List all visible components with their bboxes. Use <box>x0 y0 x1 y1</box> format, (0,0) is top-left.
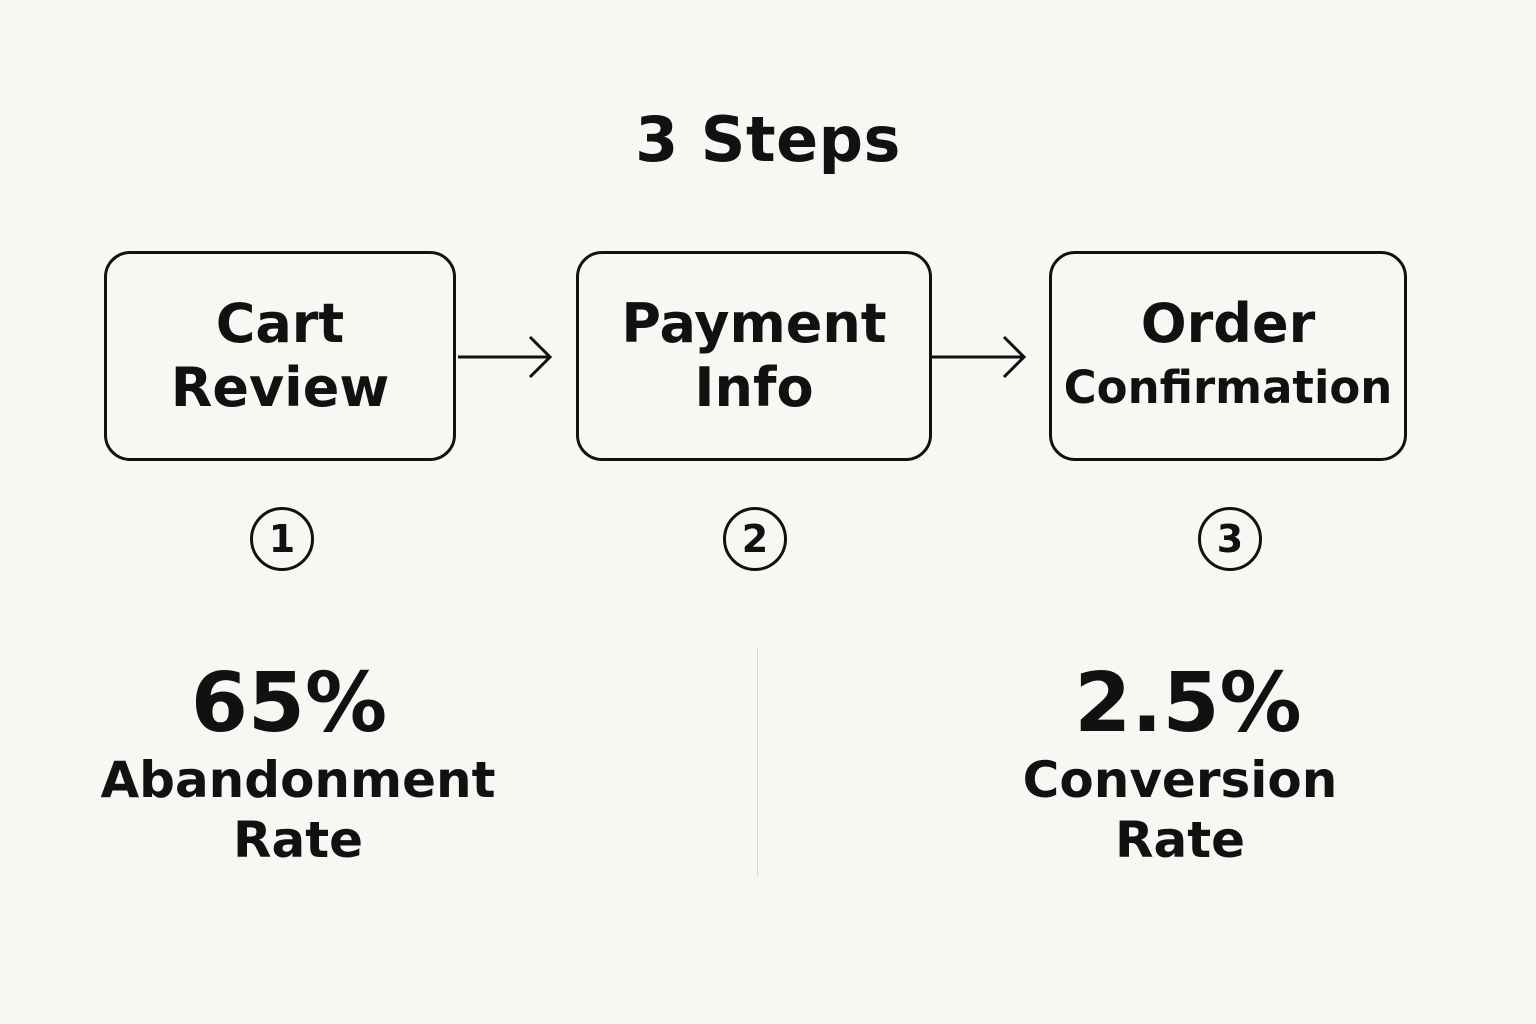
stat-label-line2: Rate <box>1114 811 1246 869</box>
step-number-badge: 2 <box>723 507 787 571</box>
arrow-right-icon <box>932 335 1027 379</box>
step-label-line1: Cart <box>215 292 345 355</box>
step-number-badge: 3 <box>1198 507 1262 571</box>
step-label-line2: Info <box>694 356 814 419</box>
stat-conversion: 2.5% Conversion Rate <box>980 658 1380 870</box>
step-label-line1: Order <box>1140 292 1316 355</box>
stats-divider <box>757 648 758 876</box>
step-label-line2: Confirmation <box>1063 361 1393 414</box>
stat-value: 2.5% <box>1074 656 1302 751</box>
diagram-title: 3 Steps <box>635 103 901 176</box>
stat-value: 65% <box>190 656 388 751</box>
step-label-line2: Review <box>170 356 390 419</box>
step-label-line1: Payment <box>621 292 887 355</box>
stat-abandonment: 65% Abandonment Rate <box>93 658 503 870</box>
stat-label-line1: Abandonment <box>100 751 496 809</box>
step-box-cart-review: Cart Review <box>104 251 456 461</box>
arrow-right-icon <box>458 335 553 379</box>
step-box-order-confirmation: Order Confirmation <box>1049 251 1407 461</box>
step-box-payment-info: Payment Info <box>576 251 932 461</box>
stat-label-line1: Conversion <box>1022 751 1338 809</box>
stat-label-line2: Rate <box>232 811 364 869</box>
step-number-badge: 1 <box>250 507 314 571</box>
